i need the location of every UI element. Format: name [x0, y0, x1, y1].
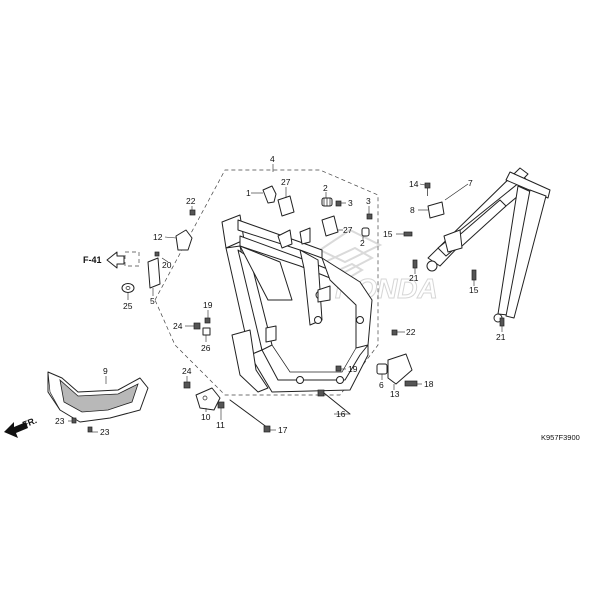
callout-21-lower: 21 [496, 332, 506, 342]
screw-23-b [87, 426, 93, 433]
callout-4: 4 [270, 154, 275, 164]
nut-24-left [193, 322, 201, 330]
clamp-27-lower [321, 215, 339, 237]
washer-25 [121, 283, 135, 293]
bracket-1 [262, 185, 277, 204]
callout-18: 18 [424, 379, 434, 389]
callout-24-lower: 24 [182, 366, 192, 376]
reference-arrow-icon [106, 251, 125, 269]
bolt-19-left [204, 317, 211, 324]
callout-23-a: 23 [55, 416, 65, 426]
callout-2-lower: 2 [360, 238, 365, 248]
bolt-18 [404, 380, 418, 387]
callout-26: 26 [201, 343, 211, 353]
callout-11: 11 [216, 420, 225, 430]
callout-5: 5 [150, 296, 155, 306]
callout-14: 14 [409, 179, 419, 189]
catalog-code: K957F3900 [541, 433, 580, 442]
callout-27-upper: 27 [281, 177, 291, 187]
bolt-16 [317, 389, 351, 415]
bolt-22-right [391, 329, 398, 336]
bolt-14-icon [424, 182, 431, 196]
bolt-22-upper [189, 209, 196, 216]
bolt-21-lower [499, 317, 505, 327]
leader-lines [68, 164, 503, 433]
callout-13: 13 [390, 389, 400, 399]
nut-3-upper [335, 200, 342, 207]
bolt-21-upper [412, 259, 418, 269]
callout-3-upper: 3 [348, 198, 353, 208]
subframe-bracket [427, 201, 445, 219]
callout-19-left: 19 [203, 300, 213, 310]
callout-9: 9 [103, 366, 108, 376]
bracket-5 [147, 257, 161, 289]
callout-10: 10 [201, 412, 211, 422]
callout-15-upper: 15 [383, 229, 393, 239]
callout-15-lower: 15 [469, 285, 479, 295]
bolt-17 [229, 399, 271, 433]
front-marker-label: FR. [21, 415, 38, 430]
clamp-27-upper [277, 195, 295, 217]
frame-assembly-boundary [154, 169, 379, 396]
callout-20: 20 [162, 260, 172, 270]
callout-8: 8 [410, 205, 415, 215]
bolt-19-right [335, 365, 342, 372]
callout-24-left: 24 [173, 321, 183, 331]
callout-17: 17 [278, 425, 288, 435]
screw-23-a [71, 417, 77, 424]
callout-16: 16 [336, 409, 346, 419]
collar-2-lower [361, 227, 370, 237]
callout-1: 1 [246, 188, 251, 198]
callout-22-right: 22 [406, 327, 416, 337]
reference-box [124, 251, 140, 267]
bracket-12 [175, 229, 193, 251]
skid-plate [47, 371, 149, 423]
bolt-15-upper [403, 231, 413, 237]
collar-6 [376, 363, 388, 375]
callout-12: 12 [153, 232, 163, 242]
collar-2-upper [321, 197, 333, 207]
callout-labels: 4 1 27 2 3 3 27 2 22 12 20 5 25 19 24 26… [55, 154, 506, 437]
nut-11 [217, 401, 225, 409]
bracket-10 [195, 387, 221, 411]
callout-2-upper: 2 [323, 183, 328, 193]
callout-6: 6 [379, 380, 384, 390]
collar-26 [202, 327, 211, 336]
callout-25: 25 [123, 301, 133, 311]
callout-21-upper: 21 [409, 273, 419, 283]
callout-22-upper: 22 [186, 196, 196, 206]
callout-23-b: 23 [100, 427, 110, 437]
nut-3-lower [366, 213, 373, 220]
bolt-15-lower [471, 269, 477, 281]
callout-27-lower: 27 [343, 225, 353, 235]
callout-19-right: 19 [348, 364, 358, 374]
rear-subframe [426, 167, 551, 323]
front-direction-arrow-icon [4, 422, 28, 438]
screw-20 [154, 251, 160, 257]
callout-3-lower: 3 [366, 196, 371, 206]
nut-24-lower [183, 381, 191, 389]
main-frame [221, 214, 373, 393]
reference-code: F-41 [83, 255, 102, 265]
plate-13 [387, 353, 413, 385]
callout-7: 7 [468, 178, 473, 188]
